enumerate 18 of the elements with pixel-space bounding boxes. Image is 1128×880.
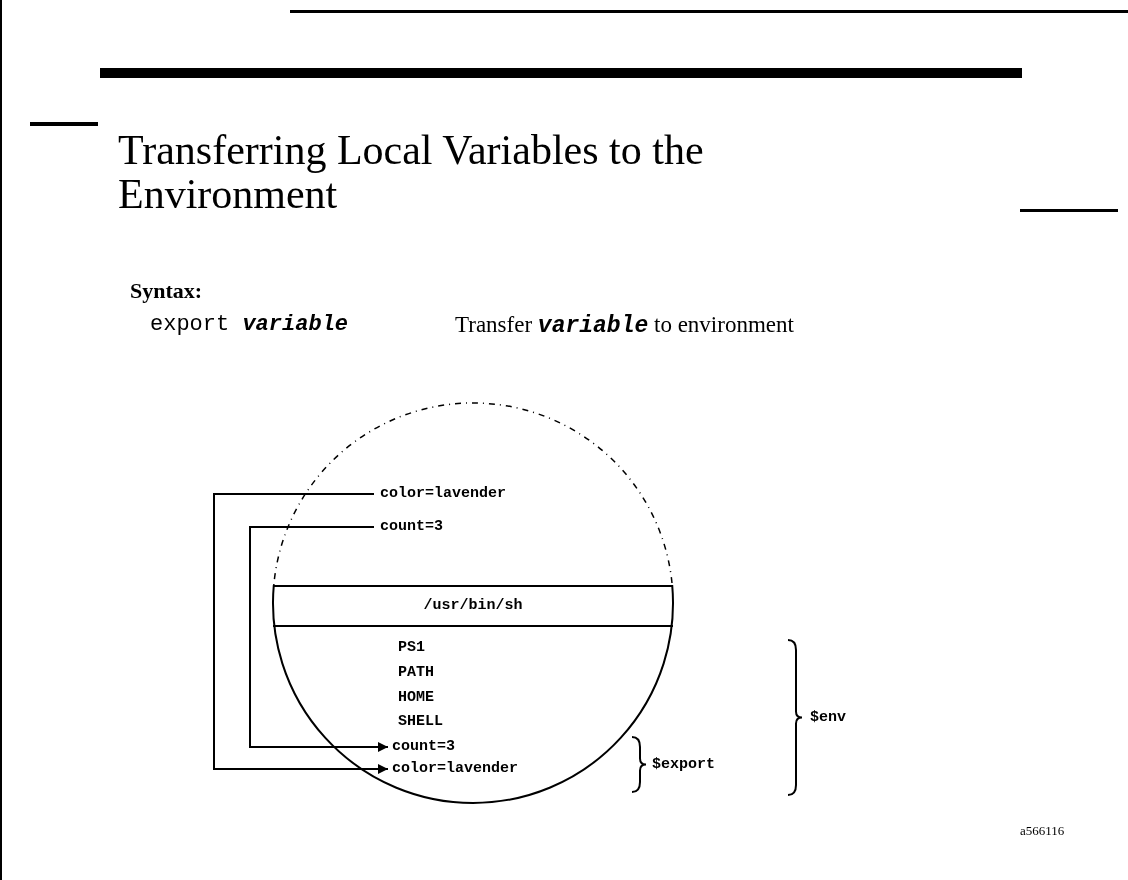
variable-name: PATH — [398, 664, 434, 682]
shell-band: /usr/bin/sh — [273, 585, 673, 627]
variable-name: PS1 — [398, 639, 425, 657]
section-heading: Syntax: — [130, 278, 203, 304]
bracket-label: $export — [652, 756, 715, 774]
slide-title: Transferring Local Variables to the Environment — [118, 128, 705, 216]
arrow — [213, 493, 389, 774]
variable-label: count=3 — [380, 518, 443, 536]
syntax-command: export variable — [150, 312, 349, 337]
arrow — [249, 526, 389, 752]
variable-name: SHELL — [398, 713, 443, 731]
bracket-label: $env — [810, 709, 846, 727]
variable-label: color=lavender — [380, 485, 507, 503]
syntax-description: Transfer variable to environment — [455, 312, 794, 339]
variable-label: color=lavender — [392, 760, 519, 778]
variable-name: HOME — [398, 689, 434, 707]
figure-id: a566116 — [1020, 823, 1065, 839]
variable-label: count=3 — [392, 738, 455, 756]
